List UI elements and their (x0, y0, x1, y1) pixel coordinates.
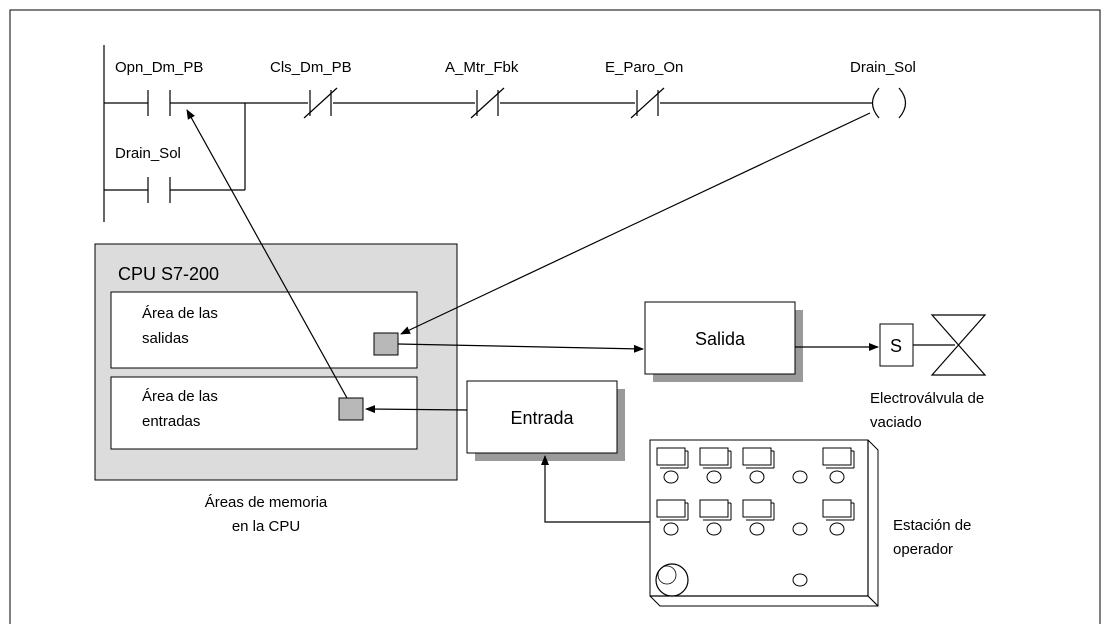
indicator-lamp (706, 522, 722, 536)
panel-key (699, 499, 729, 518)
input-memory-cell (338, 397, 364, 421)
cpu-caption-2: en la CPU (232, 518, 300, 535)
contact-a-mtr-fbk-label: A_Mtr_Fbk (445, 59, 519, 76)
arrow-output-cell-to-salida (397, 343, 644, 353)
inputs-area-label-2: entradas (142, 413, 200, 430)
panel-key (822, 447, 852, 466)
indicator-lamp (792, 470, 808, 484)
operator-station-caption-2: operador (893, 541, 953, 558)
emergency-stop-highlight (657, 565, 677, 585)
panel-key (656, 447, 686, 466)
cpu-box: CPU S7-200 Área de las salidas Área de l… (94, 243, 458, 481)
outer-frame (9, 9, 1101, 629)
panel-key (656, 499, 686, 518)
indicator-lamp (706, 470, 722, 484)
emergency-stop-button (655, 563, 689, 597)
operator-station-caption-1: Estación de (893, 517, 971, 534)
contact-cls-dm-pb (303, 87, 338, 119)
contact-opn-dm-pb-label: Opn_Dm_PB (115, 59, 203, 76)
solenoid-valve: S (879, 314, 987, 376)
output-block: Salida (644, 301, 803, 382)
panel-key (742, 499, 772, 518)
solenoid-box (879, 323, 914, 367)
output-block-label: Salida (695, 329, 746, 349)
panel-key (699, 447, 729, 466)
indicator-lamp (829, 522, 845, 536)
arrow-station-to-entrada (541, 455, 650, 523)
arrow-coil-to-output-cell (400, 112, 871, 335)
arrow-entrada-to-input-cell (365, 405, 468, 414)
panel-key (822, 499, 852, 518)
contact-e-paro-on (630, 87, 665, 119)
contact-e-paro-on-label: E_Paro_On (605, 59, 683, 76)
ladder-rung: Opn_Dm_PB Cls_Dm_PB A_Mtr_Fbk E_Paro_On … (103, 45, 916, 222)
cpu-caption-1: Áreas de memoria (205, 494, 328, 511)
coil-drain-sol-label: Drain_Sol (850, 59, 916, 76)
outputs-area-label-1: Área de las (142, 305, 218, 322)
solenoid-caption-2: vaciado (870, 414, 922, 431)
arrow-input-cell-to-contact (186, 109, 348, 399)
outputs-area-label-2: salidas (142, 330, 189, 347)
parallel-branch (104, 103, 246, 203)
contact-a-mtr-fbk (470, 87, 505, 119)
panel-controls (655, 447, 855, 597)
input-block-label: Entrada (510, 408, 574, 428)
indicator-lamp (663, 522, 679, 536)
outputs-area (110, 291, 418, 369)
indicator-lamp (749, 470, 765, 484)
valve-icon (930, 314, 987, 376)
indicator-lamp (663, 470, 679, 484)
inputs-area-label-1: Área de las (142, 388, 218, 405)
contact-opn-dm-pb (147, 90, 171, 116)
operator-station (649, 439, 879, 607)
parallel-contact-label: Drain_Sol (115, 145, 181, 162)
indicator-lamp (792, 522, 808, 536)
cpu-title: CPU S7-200 (118, 264, 219, 284)
coil-drain-sol (871, 87, 907, 119)
solenoid-caption-1: Electroválvula de (870, 390, 984, 407)
indicator-lamp (749, 522, 765, 536)
indicator-lamp (792, 573, 808, 587)
input-block: Entrada (466, 380, 625, 461)
indicator-lamp (829, 470, 845, 484)
output-memory-cell (373, 332, 399, 356)
solenoid-symbol: S (890, 336, 902, 356)
contact-cls-dm-pb-label: Cls_Dm_PB (270, 59, 352, 76)
panel-key (742, 447, 772, 466)
